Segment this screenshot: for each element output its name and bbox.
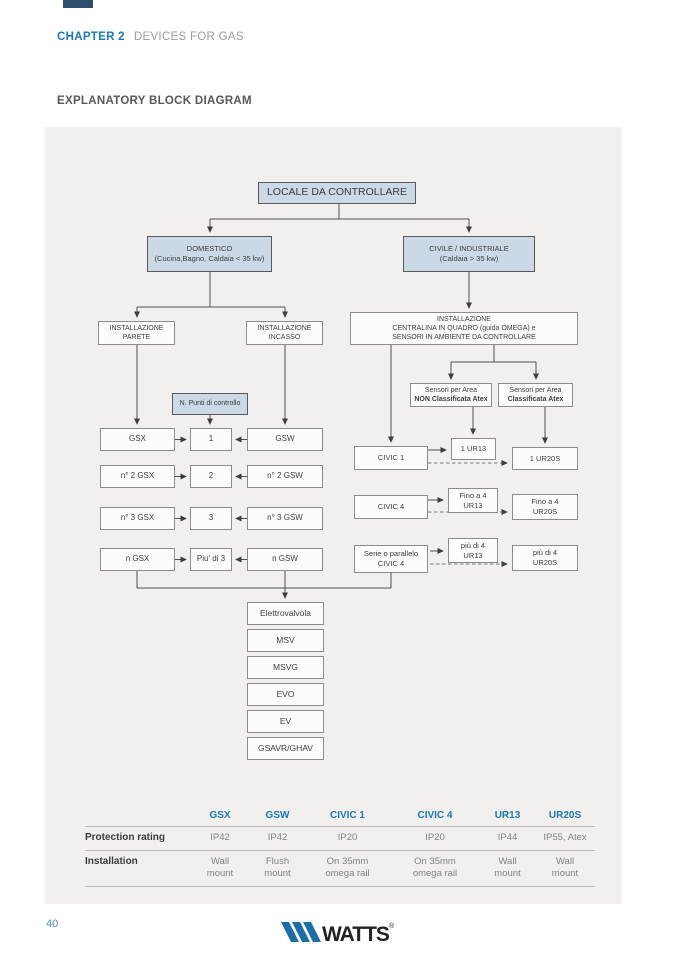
spec-table: GSX GSW CIVIC 1 CIVIC 4 UR13 UR20S Prote… <box>85 810 595 887</box>
protection-gsx: IP42 <box>210 832 230 843</box>
box-count-2: 2 <box>190 465 232 488</box>
section-title: EXPLANATORY BLOCK DIAGRAM <box>57 95 252 107</box>
sensori-non-atex-line1: Sensori per Area <box>424 386 478 394</box>
box-sensori-atex: Sensori per Area Classificata Atex <box>498 383 573 407</box>
box-ur13-1: 1 UR13 <box>451 438 496 460</box>
box-gsx-2: n° 2 GSX <box>100 465 175 488</box>
box-ur20s-fino-4: Fino a 4 UR20S <box>512 494 578 520</box>
box-locale-da-controllare: LOCALE DA CONTROLLARE <box>258 182 416 204</box>
box-msv: MSV <box>247 629 324 652</box>
sensori-non-atex-line2: NON Classificata Atex <box>414 396 488 403</box>
box-installazione-incasso: INSTALLAZIONE INCASSO <box>246 321 323 345</box>
spec-table-header: GSX GSW CIVIC 1 CIVIC 4 UR13 UR20S <box>85 810 595 827</box>
installation-civic4: On 35mm omega rail <box>412 855 458 879</box>
row-label-installation: Installation <box>85 855 138 867</box>
box-ev: EV <box>247 710 324 733</box>
box-ur20s-1: 1 UR20S <box>512 447 578 470</box>
box-sensori-non-atex: Sensori per Area NON Classificata Atex <box>410 383 492 407</box>
installation-gsx: Wall mount <box>206 855 234 879</box>
box-msvg: MSVG <box>247 656 324 679</box>
box-installazione-parete: INSTALLAZIONE PARETE <box>98 321 175 345</box>
box-n-punti-di-controllo: N. Punti di controllo <box>172 393 248 415</box>
box-civic-1: CIVIC 1 <box>354 446 428 470</box>
protection-gsw: IP42 <box>267 832 288 843</box>
column-header-ur20s: UR20S <box>548 810 582 821</box>
column-header-gsx: GSX <box>209 810 231 821</box>
page-number: 40 <box>46 918 59 930</box>
watts-logo: WATTS ® <box>280 919 398 950</box>
installation-gsw: Flush mount <box>264 855 291 879</box>
box-domestico: DOMESTICO (Cucina,Bagno, Caldaia < 35 kw… <box>147 236 272 272</box>
box-civic-4-serie: Serie o parallelo CIVIC 4 <box>354 545 428 573</box>
column-header-civic4: CIVIC 4 <box>417 810 453 821</box>
box-evo: EVO <box>247 683 324 706</box>
sensori-atex-line1: Sensori per Area <box>509 386 562 394</box>
box-civile-industriale: CIVILE / INDUSTRIALE (Caldaia > 35 kw) <box>403 236 535 272</box>
chapter-title: DEVICES FOR GAS <box>133 31 244 43</box>
box-count-n: Piu' di 3 <box>190 548 232 571</box>
table-row-protection: Protection rating IP42 IP42 IP20 IP20 IP… <box>85 827 595 851</box>
protection-ur13: IP44 <box>497 832 518 843</box>
chapter-label: CHAPTER 2 <box>57 31 125 43</box>
page-edge-tab <box>63 0 93 8</box>
box-gsw-n: n GSW <box>247 548 323 571</box>
box-elettrovalvola: Elettrovalvola <box>247 602 324 625</box>
box-count-1: 1 <box>190 428 232 451</box>
box-ur13-fino-4: Fino a 4 UR13 <box>448 488 498 513</box>
box-civic-4: CIVIC 4 <box>354 495 428 519</box>
watts-logo-reg: ® <box>389 922 395 930</box>
row-label-protection: Protection rating <box>85 832 166 843</box>
box-gsx-3: n° 3 GSX <box>100 507 175 530</box>
box-gsavr-ghav: GSAVR/GHAV <box>247 737 324 760</box>
box-gsw-3: n° 3 GSW <box>247 507 323 530</box>
box-ur20s-piu-4: più di 4 UR20S <box>512 545 578 571</box>
box-installazione-centralina: INSTALLAZIONE CENTRALINA IN QUADRO (guid… <box>350 312 578 345</box>
installation-ur13: Wall mount <box>494 855 521 879</box>
box-gsw-2: n° 2 GSW <box>247 465 323 488</box>
installation-ur20s: Wall mount <box>551 855 579 879</box>
column-header-ur13: UR13 <box>494 810 521 821</box>
protection-ur20s: IP55, Atex <box>543 832 587 843</box>
protection-civic4: IP20 <box>425 832 445 843</box>
box-gsx-1: GSX <box>100 428 175 451</box>
box-ur13-piu-4: più di 4 UR13 <box>448 538 498 563</box>
box-gsw-1: GSW <box>247 428 323 451</box>
box-gsx-n: n GSX <box>100 548 175 571</box>
protection-civic1: IP20 <box>337 832 358 843</box>
watts-logo-text: WATTS <box>322 923 390 945</box>
box-count-3: 3 <box>190 507 232 530</box>
sensori-atex-line2: Classificata Atex <box>507 396 564 403</box>
column-header-gsw: GSW <box>265 810 290 821</box>
chapter-header: CHAPTER 2 DEVICES FOR GAS <box>57 31 244 43</box>
installation-civic1: On 35mm omega rail <box>325 855 370 879</box>
table-row-installation: Installation Wall mount Flush mount On 3… <box>85 851 595 887</box>
watts-logo-mark <box>281 922 321 942</box>
column-header-civic1: CIVIC 1 <box>329 810 365 821</box>
